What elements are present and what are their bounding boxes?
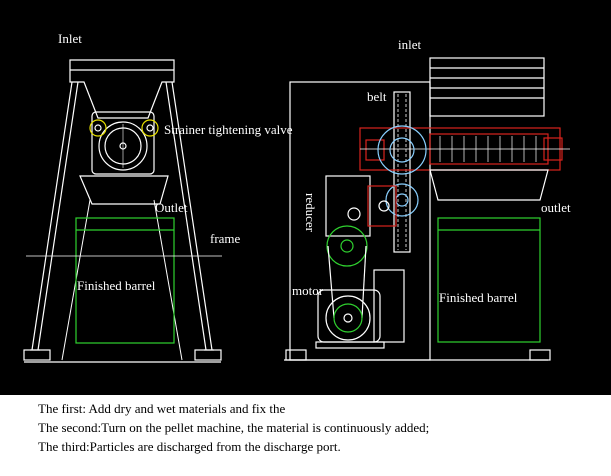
outlet-chute-side: [429, 169, 549, 201]
label-inlet-left: Inlet: [58, 31, 82, 46]
label-finished-barrel-right: Finished barrel: [439, 290, 518, 305]
reducer-pulley: [326, 225, 368, 267]
label-inlet-right: inlet: [398, 37, 421, 52]
outlet-chute: [79, 175, 169, 205]
label-reducer: reducer: [303, 193, 318, 233]
belt: [393, 91, 411, 253]
strainer-valve-left: [89, 119, 107, 137]
instruction-step-3: The third:Particles are discharged from …: [38, 439, 341, 454]
inlet-hopper-side: [429, 57, 545, 117]
inlet-hopper: [69, 59, 175, 119]
side-view: [284, 57, 570, 361]
finished-barrel-right: [437, 217, 541, 343]
instructions-panel: The first: Add dry and wet materials and…: [0, 395, 611, 476]
strainer-valve-right: [141, 119, 159, 137]
drive-gear: [377, 125, 427, 217]
label-motor: motor: [292, 283, 324, 298]
instruction-step-1: The first: Add dry and wet materials and…: [38, 401, 286, 416]
instruction-step-2: The second:Turn on the pellet machine, t…: [38, 420, 430, 435]
label-outlet-right: outlet: [541, 200, 571, 215]
label-strainer-valve: Strainer tightening valve: [164, 122, 293, 137]
motor: [315, 269, 405, 349]
label-outlet-left: Outlet: [155, 200, 188, 215]
frame: [23, 81, 222, 363]
label-frame: frame: [210, 231, 241, 246]
reducer: [325, 175, 397, 237]
front-view: [23, 59, 222, 363]
label-finished-barrel-left: Finished barrel: [77, 278, 156, 293]
label-belt: belt: [367, 89, 387, 104]
finished-barrel-left: [75, 217, 175, 344]
granulator-drum: [91, 111, 155, 175]
machine-diagram: Inlet Strainer tightening valve Outlet f…: [23, 31, 571, 363]
